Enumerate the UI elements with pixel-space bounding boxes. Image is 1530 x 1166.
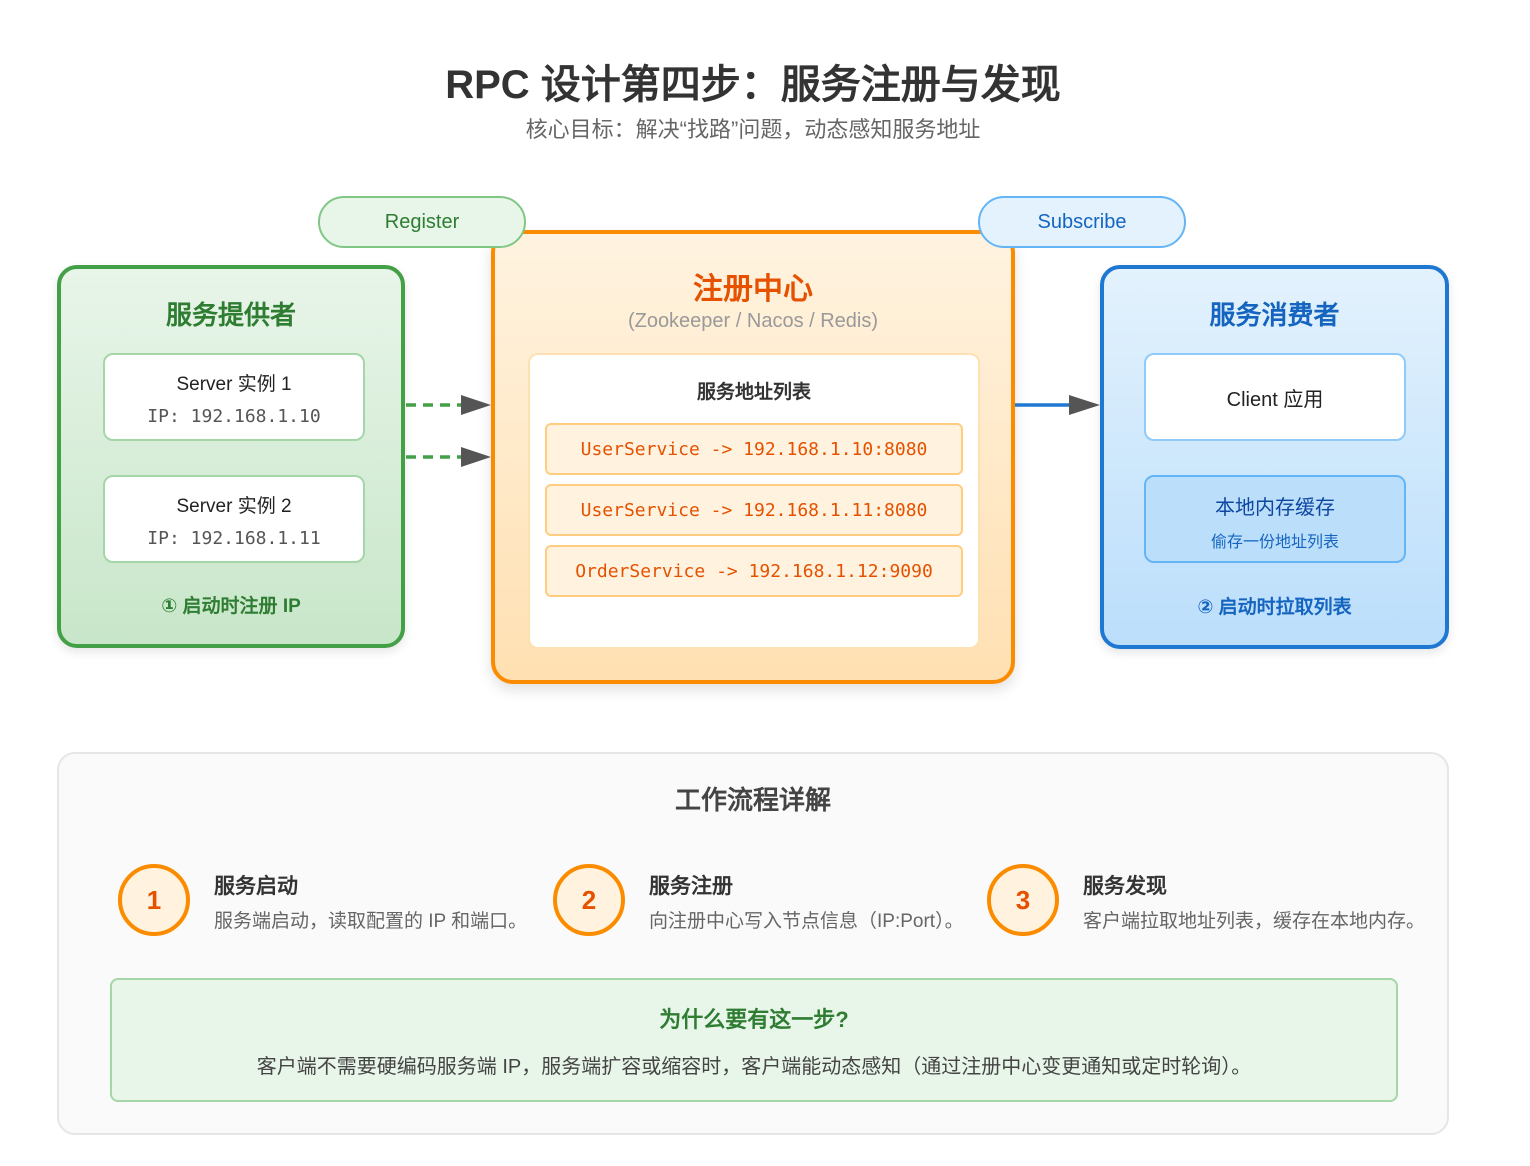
why-title: 为什么要有这一步?: [659, 1007, 849, 1032]
cache-subtitle: 偷存一份地址列表: [1210, 534, 1339, 551]
registry-center-box: 注册中心 (Zookeeper / Nacos / Redis) 服务地址列表 …: [491, 230, 1015, 684]
server-name: Server 实例 1: [176, 374, 292, 395]
step-number-badge: 3: [987, 864, 1059, 936]
workflow-panel: 工作流程详解 1 服务启动 服务端启动，读取配置的 IP 和端口。 2 服务注册…: [57, 752, 1449, 1135]
step-title: 服务注册: [649, 875, 733, 898]
subscribe-arrow: [1015, 395, 1100, 415]
address-entry: UserService -> 192.168.1.11:8080: [545, 484, 963, 536]
registry-title: 注册中心: [693, 273, 813, 306]
register-arrow-2: [406, 447, 491, 467]
server-ip: IP: 192.168.1.10: [147, 406, 321, 427]
server-name: Server 实例 2: [176, 496, 292, 517]
page-subtitle: 核心目标：解决“找路”问题，动态感知服务地址: [525, 117, 981, 142]
subscribe-label: Subscribe: [978, 196, 1186, 248]
register-arrow-1: [406, 395, 491, 415]
server-ip: IP: 192.168.1.11: [147, 528, 321, 549]
consumer-note: ② 启动时拉取列表: [1197, 597, 1352, 618]
step-description: 客户端拉取地址列表，缓存在本地内存。: [1083, 911, 1426, 932]
register-label: Register: [318, 196, 526, 248]
service-consumer-box: 服务消费者 Client 应用 本地内存缓存 偷存一份地址列表 ② 启动时拉取列…: [1100, 265, 1449, 649]
address-list-title: 服务地址列表: [696, 382, 811, 403]
consumer-title: 服务消费者: [1209, 300, 1340, 330]
step-number-badge: 1: [118, 864, 190, 936]
step-title: 服务发现: [1083, 875, 1167, 898]
local-cache: 本地内存缓存 偷存一份地址列表: [1144, 475, 1406, 563]
workflow-title: 工作流程详解: [674, 785, 831, 815]
client-app: Client 应用: [1144, 353, 1406, 441]
step-title: 服务启动: [214, 875, 298, 898]
step-description: 向注册中心写入节点信息（IP:Port）。: [649, 911, 964, 932]
step-number-badge: 2: [553, 864, 625, 936]
address-list-panel: 服务地址列表 UserService -> 192.168.1.10:8080 …: [528, 353, 980, 649]
server-instance-1: Server 实例 1 IP: 192.168.1.10: [103, 353, 365, 441]
page-title: RPC 设计第四步：服务注册与发现: [445, 63, 1061, 107]
why-callout: 为什么要有这一步? 客户端不需要硬编码服务端 IP，服务端扩容或缩容时，客户端能…: [110, 978, 1398, 1102]
service-provider-box: 服务提供者 Server 实例 1 IP: 192.168.1.10 Serve…: [57, 265, 405, 648]
registry-subtitle: (Zookeeper / Nacos / Redis): [627, 310, 879, 332]
server-instance-2: Server 实例 2 IP: 192.168.1.11: [103, 475, 365, 563]
cache-title: 本地内存缓存: [1215, 497, 1335, 519]
address-entry: UserService -> 192.168.1.10:8080: [545, 423, 963, 475]
provider-title: 服务提供者: [165, 300, 296, 330]
step-description: 服务端启动，读取配置的 IP 和端口。: [214, 911, 528, 932]
address-entry: OrderService -> 192.168.1.12:9090: [545, 545, 963, 597]
provider-note: ① 启动时注册 IP: [161, 596, 301, 617]
why-description: 客户端不需要硬编码服务端 IP，服务端扩容或缩容时，客户端能动态感知（通过注册中…: [256, 1056, 1252, 1078]
